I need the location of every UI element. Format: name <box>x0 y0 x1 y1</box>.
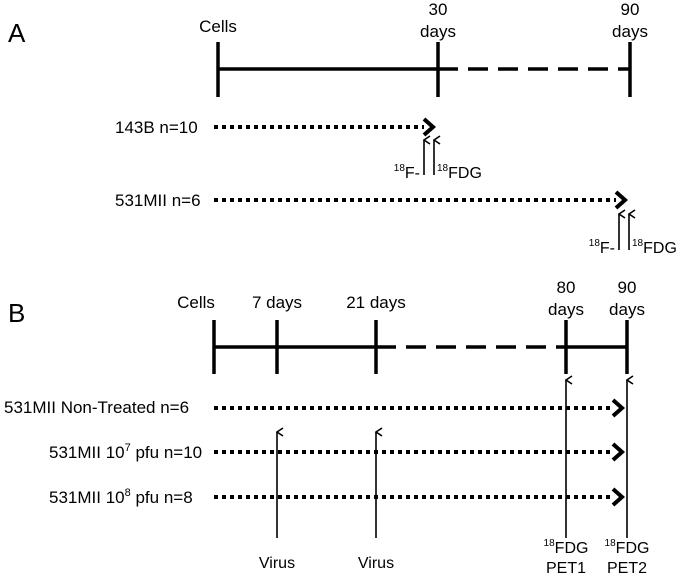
fdg-tracer-label-a1: 18FDG <box>437 163 482 182</box>
group-10e7-pfu-label: 531MII 107 pfu n=10 <box>49 442 202 462</box>
group-10e8-pfu-arrowhead <box>611 487 626 507</box>
timeline-a-cells-label: Cells <box>199 17 237 36</box>
timeline-b-7-days-label: 7 days <box>252 293 302 312</box>
group-non-treated-arrowhead <box>611 398 626 418</box>
timeline-b-cells-label: Cells <box>177 293 215 312</box>
pet2-label: PET2 <box>607 560 647 577</box>
timeline-b-80-days-unit: days <box>548 300 584 319</box>
group-10e8-pfu-label: 531MII 108 pfu n=8 <box>49 487 193 507</box>
group-non-treated-label: 531MII Non-Treated n=6 <box>4 398 189 417</box>
timeline-a-30-days-number: 30 <box>429 0 448 19</box>
timeline-b-90-days-unit: days <box>609 300 645 319</box>
timeline-b-90-days-number: 90 <box>618 278 637 297</box>
timeline-a-axis <box>216 42 632 97</box>
panel-a-label: A <box>8 18 26 48</box>
group-143b-label: 143B n=10 <box>115 118 198 137</box>
timeline-b-21-days-label: 21 days <box>346 293 406 312</box>
group-531mii-label: 531MII n=6 <box>115 191 201 210</box>
pet2-tracer-label: 18FDG <box>605 538 650 557</box>
group-531mii-arrowhead <box>614 190 629 210</box>
panel-a: A Cells 30 days 90 days 143B n=10 18F- 1… <box>8 0 677 257</box>
group-143b-arrowhead <box>422 117 437 137</box>
timeline-a-30-days-unit: days <box>420 22 456 41</box>
group-10e7-pfu-arrowhead <box>611 442 626 462</box>
panel-b: B Cells 7 days 21 days 80 days 90 days 5… <box>4 278 649 577</box>
timeline-a-90-days-unit: days <box>612 22 648 41</box>
fluoride-tracer-label-a2: 18F- <box>589 238 615 257</box>
timeline-a-90-days-number: 90 <box>621 0 640 19</box>
virus-label-day7: Virus <box>259 555 295 572</box>
pet1-tracer-label: 18FDG <box>544 538 589 557</box>
pet1-label: PET1 <box>546 560 586 577</box>
panel-b-label: B <box>8 298 25 328</box>
fluoride-tracer-label-a1: 18F- <box>394 163 420 182</box>
virus-label-day21: Virus <box>358 555 394 572</box>
fdg-tracer-label-a2: 18FDG <box>632 238 677 257</box>
timeline-b-80-days-number: 80 <box>557 278 576 297</box>
timeline-b-axis <box>212 320 629 374</box>
